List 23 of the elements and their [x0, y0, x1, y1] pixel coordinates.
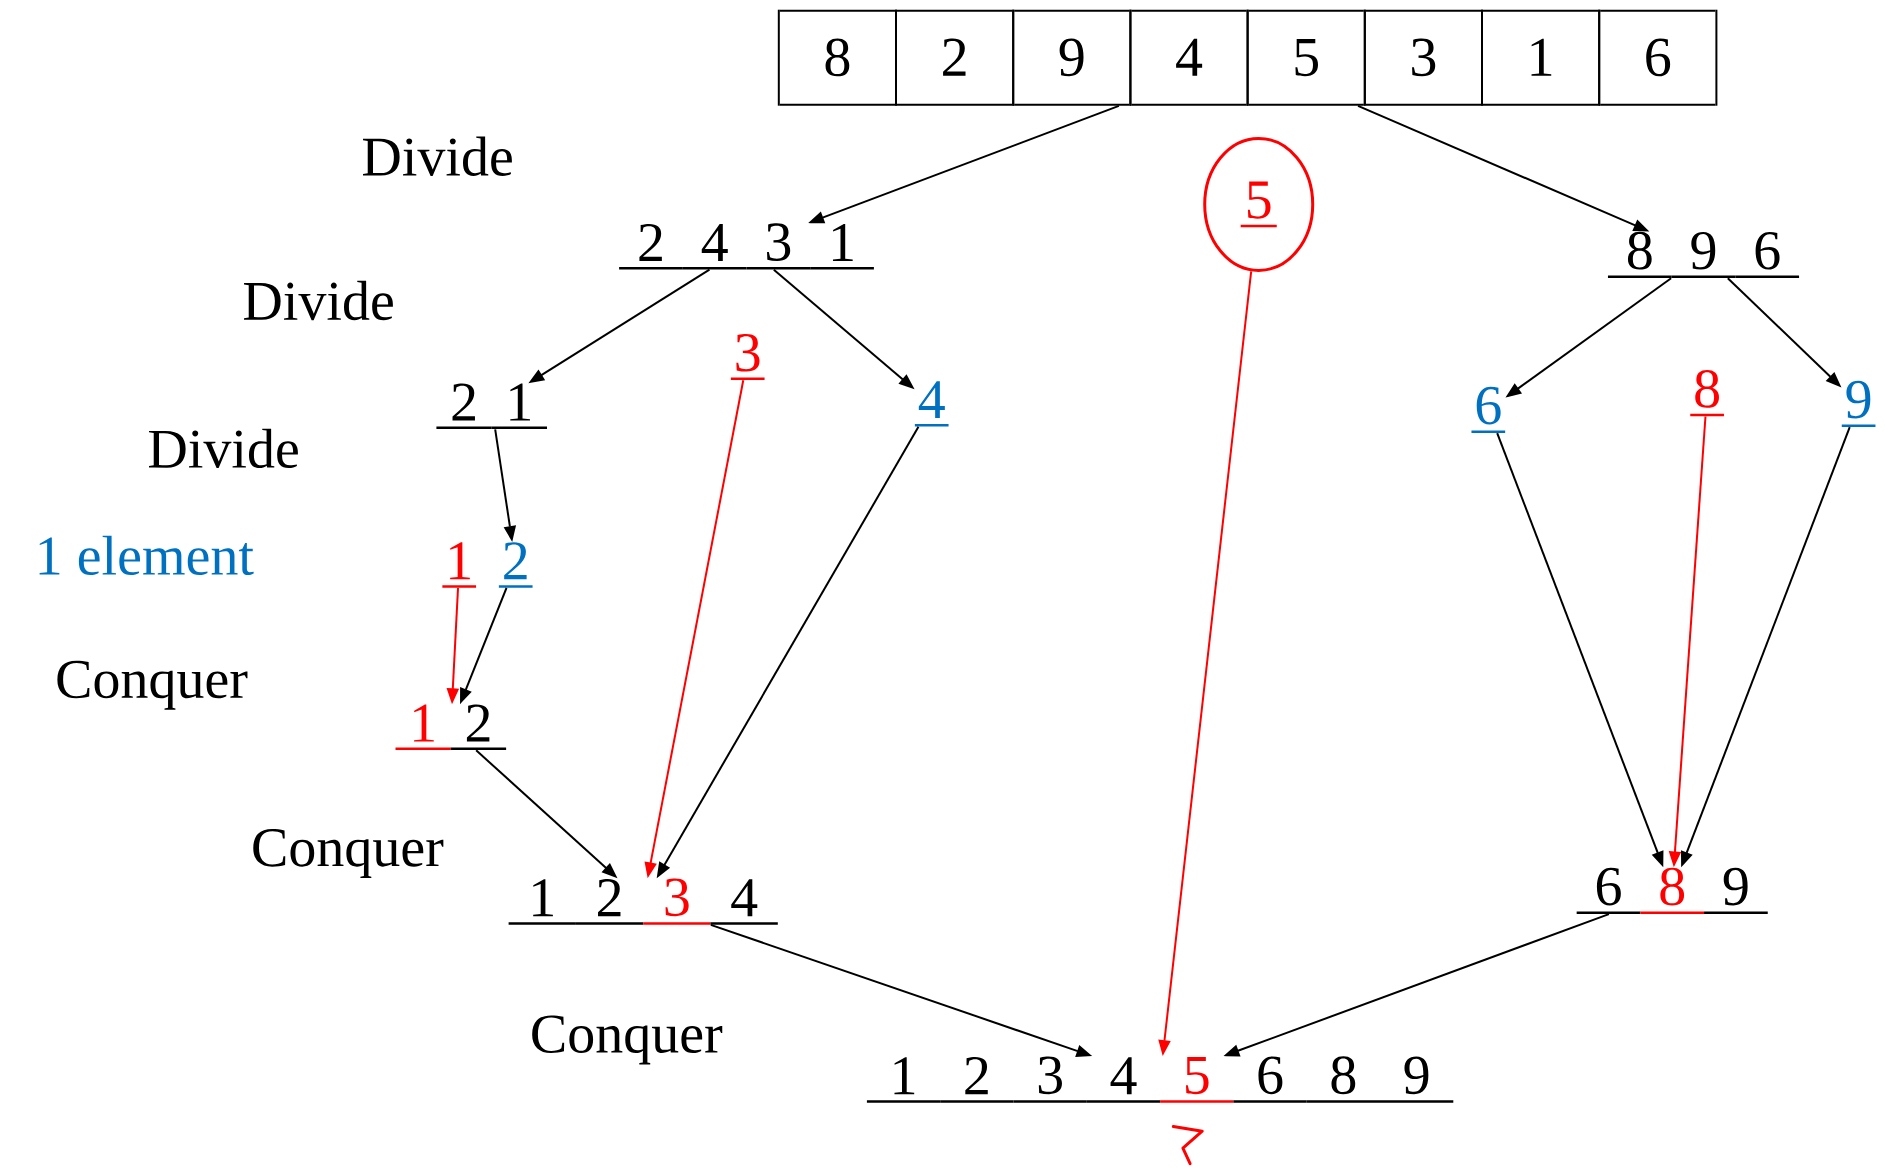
number-array: 8 2 9 4 5 3 1 6 [777, 8, 1718, 107]
underlined-number: 3 [730, 333, 765, 381]
underlined-number: 8 [1690, 369, 1724, 417]
underlined-numbers: 1 2 [395, 704, 507, 751]
underlined-numbers: 6 8 9 [1576, 867, 1768, 914]
step-label: Conquer [253, 829, 444, 878]
underlined-number: 6 [1471, 386, 1506, 433]
underlined-number: 1 [442, 542, 477, 588]
underlined-number: 4 [914, 381, 949, 427]
underlined-numbers: 1 2 3 4 5 6 8 9 [866, 1056, 1454, 1103]
step-label: 1 element [39, 535, 254, 576]
step-label: Conquer [57, 660, 248, 710]
underlined-numbers: 2 1 [436, 383, 547, 430]
circled-pivot: 5 [1203, 136, 1315, 272]
underlined-numbers: 1 2 3 4 [508, 878, 778, 925]
underlined-numbers: 2 4 3 1 [619, 223, 874, 270]
underlined-number: 2 [498, 542, 533, 588]
step-label: Conquer [532, 1015, 723, 1065]
step-label: Divide [149, 428, 298, 469]
underlined-numbers: 8 9 6 [1607, 231, 1800, 279]
step-label: Divide [244, 280, 393, 321]
step-label: Divide [363, 136, 512, 176]
underlined-number: 9 [1841, 380, 1876, 427]
